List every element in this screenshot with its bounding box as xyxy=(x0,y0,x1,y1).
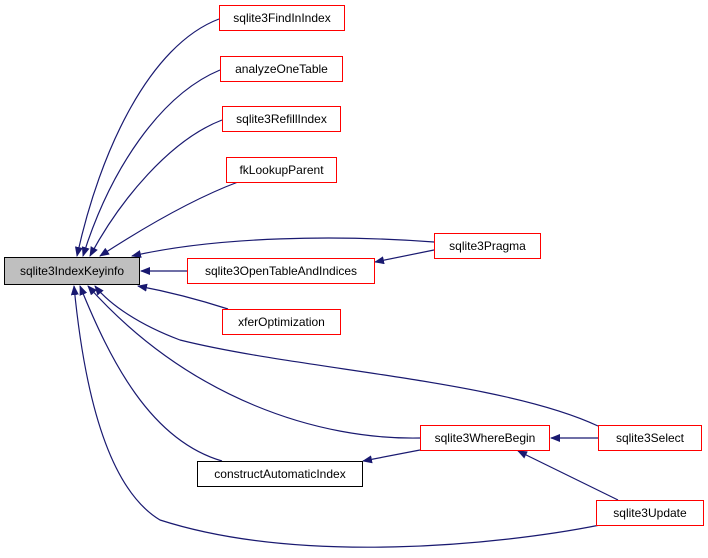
node-label: constructAutomaticIndex xyxy=(214,467,346,481)
node-analyzeOneTable[interactable]: analyzeOneTable xyxy=(220,56,343,82)
node-constructAutomaticIndex: constructAutomaticIndex xyxy=(197,461,363,487)
node-sqlite3WhereBegin[interactable]: sqlite3WhereBegin xyxy=(420,425,550,451)
node-label: sqlite3IndexKeyinfo xyxy=(19,264,125,278)
edge-xferOptimization-to-sqlite3IndexKeyinfo xyxy=(137,283,229,310)
edges xyxy=(70,18,619,548)
node-label: xferOptimization xyxy=(238,315,325,329)
node-sqlite3OpenTableAndIndices[interactable]: sqlite3OpenTableAndIndices xyxy=(187,258,375,284)
node-label: sqlite3FindInIndex xyxy=(233,11,331,25)
node-sqlite3RefillIndex[interactable]: sqlite3RefillIndex xyxy=(222,106,341,132)
edge-sqlite3WhereBegin-to-constructAutomaticIndex xyxy=(362,449,421,464)
edge-sqlite3FindInIndex-to-sqlite3IndexKeyinfo xyxy=(75,18,220,257)
node-xferOptimization[interactable]: xferOptimization xyxy=(222,309,341,335)
node-label: fkLookupParent xyxy=(239,163,324,177)
edge-analyzeOneTable-to-sqlite3IndexKeyinfo xyxy=(81,69,221,257)
edge-constructAutomaticIndex-to-sqlite3IndexKeyinfo xyxy=(79,285,223,462)
node-label: sqlite3Update xyxy=(613,506,687,520)
node-label: analyzeOneTable xyxy=(235,62,328,76)
edge-sqlite3Pragma-to-sqlite3OpenTableAndIndices xyxy=(374,249,435,265)
node-sqlite3IndexKeyinfo: sqlite3IndexKeyinfo xyxy=(4,257,140,285)
node-label: sqlite3OpenTableAndIndices xyxy=(204,264,358,278)
edge-sqlite3RefillIndex-to-sqlite3IndexKeyinfo xyxy=(89,119,223,257)
node-sqlite3Update[interactable]: sqlite3Update xyxy=(596,500,704,526)
edge-fkLookupParent-to-sqlite3IndexKeyinfo xyxy=(99,181,239,257)
node-fkLookupParent[interactable]: fkLookupParent xyxy=(226,157,337,183)
node-label: sqlite3Pragma xyxy=(449,239,526,253)
node-sqlite3FindInIndex[interactable]: sqlite3FindInIndex xyxy=(219,5,345,31)
edge-sqlite3Update-to-sqlite3IndexKeyinfo xyxy=(70,285,601,548)
node-label: sqlite3WhereBegin xyxy=(434,431,536,445)
edge-sqlite3WhereBegin-to-sqlite3IndexKeyinfo xyxy=(87,285,421,439)
edge-sqlite3Pragma-to-sqlite3IndexKeyinfo xyxy=(131,237,435,258)
edge-sqlite3Update-to-sqlite3WhereBegin xyxy=(517,450,619,501)
node-label: sqlite3RefillIndex xyxy=(236,112,327,126)
node-sqlite3Pragma[interactable]: sqlite3Pragma xyxy=(434,233,541,259)
node-label: sqlite3Select xyxy=(615,431,685,445)
edge-sqlite3Select-to-sqlite3IndexKeyinfo xyxy=(94,285,599,427)
node-sqlite3Select[interactable]: sqlite3Select xyxy=(598,425,702,451)
